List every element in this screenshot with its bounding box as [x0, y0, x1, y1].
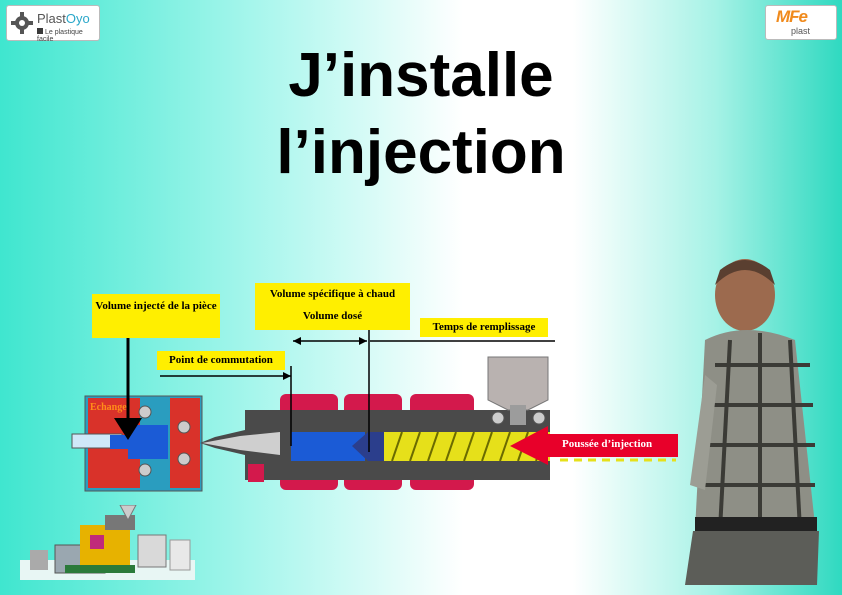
dose-arrowhead-left	[293, 337, 301, 345]
presenter-figure	[685, 259, 819, 585]
bolt-icon	[491, 411, 505, 425]
nozzle	[202, 432, 280, 455]
label-point-commutation: Point de commutation	[157, 351, 285, 370]
volume-pointer-arrowhead	[114, 418, 142, 440]
mfplast-mark: MFe	[776, 7, 808, 26]
bolt-icon	[177, 452, 191, 466]
presenter-trousers	[685, 531, 819, 585]
nozzle-heater	[248, 464, 264, 482]
plastoyo-logo: PlastOyo Le plastique facile	[6, 5, 100, 43]
hopper	[487, 356, 549, 411]
shirt-plaid	[700, 333, 815, 531]
bolt-icon	[138, 463, 152, 477]
plastoyo-tagline: Le plastique facile	[37, 28, 83, 43]
volume-dose-text: Volume dosé	[302, 310, 363, 322]
mfplast-logo: MFe plast	[765, 5, 837, 40]
part-cavity	[110, 435, 132, 449]
volume-specifique-text: Volume spécifique à chaud	[269, 288, 396, 300]
bolt-icon	[138, 405, 152, 419]
mfplast-sub: plast	[791, 26, 811, 36]
gear-icon	[11, 12, 33, 34]
title-line2: l’injection	[276, 118, 566, 187]
hopper-throat	[510, 405, 526, 425]
label-volume-specifique: Volume spécifique à chaud Volume dosé	[255, 283, 410, 330]
presenter-head	[715, 259, 775, 331]
presenter-belt	[695, 517, 817, 531]
bolt-icon	[532, 411, 546, 425]
machine-illustration	[20, 505, 195, 580]
check-icon	[37, 28, 43, 34]
label-poussee: Poussée d’injection	[562, 438, 653, 450]
title-line1: J’installe	[288, 41, 554, 110]
injection-push-arrow	[510, 426, 678, 465]
commutation-arrowhead	[283, 372, 291, 380]
label-temps-remplissage: Temps de remplissage	[420, 318, 548, 337]
presenter-shirt	[695, 330, 815, 530]
presenter-arm	[690, 375, 717, 490]
label-echange: Echange	[90, 402, 127, 413]
plastoyo-brand: PlastOyo	[37, 11, 90, 26]
mould-right-plate	[170, 398, 200, 488]
part-body	[128, 425, 168, 459]
label-volume-injecte: Volume injecté de la pièce	[92, 294, 220, 338]
presenter-hair	[715, 260, 775, 285]
bolt-icon	[177, 420, 191, 434]
dose-arrowhead-right	[359, 337, 367, 345]
